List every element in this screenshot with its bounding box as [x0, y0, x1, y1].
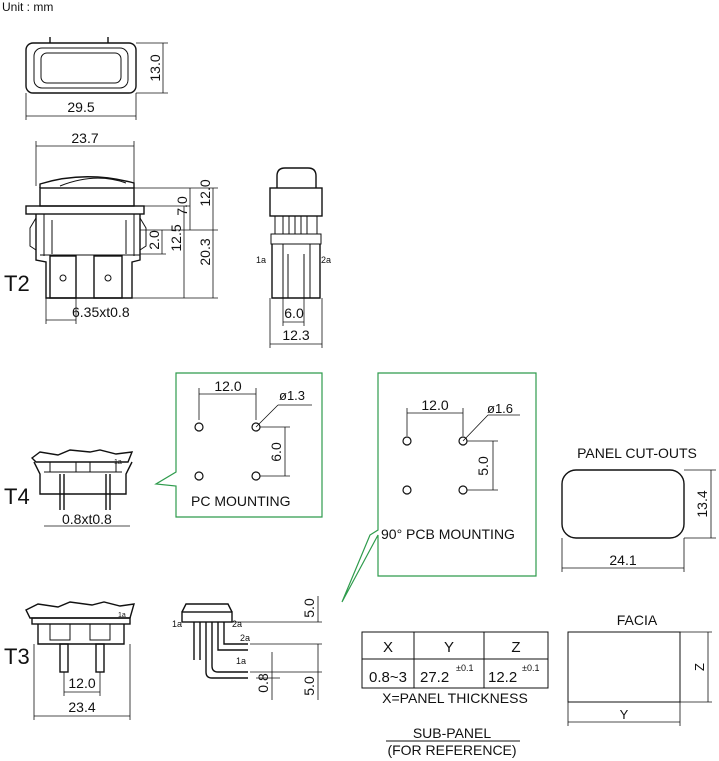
panel-height: 13.4	[694, 490, 710, 517]
panel-cutouts-title: PANEL CUT-OUTS	[577, 445, 697, 461]
facia-title: FACIA	[617, 612, 658, 628]
t3-label: T3	[4, 644, 30, 669]
table-header-x: X	[383, 639, 393, 656]
t2-dim-12: 12.0	[197, 179, 213, 206]
t3-dim-5-bottom: 5.0	[301, 676, 317, 696]
t3-side-2a-mid: 2a	[240, 633, 250, 643]
pc-mounting-title: PC MOUNTING	[191, 493, 291, 509]
t2-label: T2	[4, 271, 30, 296]
t2-dim-2: 2.0	[146, 230, 162, 250]
t2-pin-left: 1a	[256, 255, 266, 265]
t2-terminal-label: 6.35xt0.8	[72, 304, 130, 320]
t4-label: T4	[4, 484, 30, 509]
pc-mounting-box: 12.0 ø1.3 6.0 PC MOUNTING	[154, 372, 323, 518]
t3-side-view: 1a 2a 2a 1a 5.0 0.8 5.0	[172, 596, 322, 700]
pcb-pitch-y: 5.0	[475, 456, 491, 476]
pcb-90-title: 90° PCB MOUNTING	[381, 526, 515, 542]
t2-pin-right: 2a	[321, 255, 331, 265]
table-header-y: Y	[444, 639, 454, 656]
t2-dim-20-3: 20.3	[197, 238, 213, 265]
t3-dim-5-top: 5.0	[301, 598, 317, 618]
top-height-label: 13.0	[147, 54, 163, 81]
t2-side-view: 1a 2a 6.0 12.3	[256, 167, 331, 348]
panel-width: 24.1	[609, 552, 636, 568]
top-width-label: 29.5	[67, 99, 94, 115]
pcb-pitch-x: 12.0	[421, 397, 448, 413]
t3-front-view: 1a 12.0 23.4	[25, 601, 135, 720]
t4-pin-small: 1a	[114, 459, 122, 466]
unit-label: Unit : mm	[2, 0, 53, 14]
t3-width: 23.4	[68, 699, 95, 715]
t2-dim-12-5: 12.5	[168, 224, 184, 251]
panel-cutouts: PANEL CUT-OUTS 24.1 13.4	[561, 445, 716, 572]
table-sup-z: ±0.1	[522, 663, 539, 673]
t3-pitch: 12.0	[68, 675, 95, 691]
t2-dim-7: 7.0	[174, 196, 190, 216]
facia: FACIA Y Z	[567, 612, 712, 726]
pcb-90-mounting-box: 12.0 ø1.6 5.0 90° PCB MOUNTING	[341, 372, 537, 603]
t3-pin-small: 1a	[118, 612, 126, 619]
t3-side-1a-top: 1a	[172, 619, 182, 629]
t2-front-view: 23.7 6.35xt0.8	[25, 130, 218, 324]
t4-view: 1a 0.8xt0.8	[30, 449, 134, 527]
t4-pin-label: 0.8xt0.8	[62, 511, 112, 527]
t3-dim-0-8: 0.8	[255, 673, 271, 693]
t2-side-6: 6.0	[284, 305, 304, 321]
t2-overall-width: 23.7	[71, 130, 98, 146]
top-view: 13.0 29.5	[25, 37, 168, 120]
table-value-x: 0.8~3	[369, 669, 407, 686]
t2-side-12-3: 12.3	[282, 327, 309, 343]
t3-side-2a-top: 2a	[232, 619, 242, 629]
table-value-z: 12.2	[488, 669, 517, 686]
pc-pitch-x: 12.0	[214, 378, 241, 394]
t3-side-1a-bot: 1a	[236, 656, 246, 666]
table-caption: X=PANEL THICKNESS	[382, 690, 528, 706]
facia-y-label: Y	[620, 707, 629, 722]
pc-pitch-y: 6.0	[268, 442, 284, 462]
facia-z-label: Z	[692, 663, 707, 671]
table-sup-y: ±0.1	[456, 663, 473, 673]
pc-hole-label: ø1.3	[279, 388, 305, 403]
table-value-y: 27.2	[420, 669, 449, 686]
sub-panel-line1: SUB-PANEL	[413, 725, 492, 741]
sub-panel-line2: (FOR REFERENCE)	[387, 742, 516, 758]
pcb-hole-label: ø1.6	[487, 401, 513, 416]
xyz-table: X Y Z 0.8~3 27.2 ±0.1 12.2 ±0.1 X=PANEL …	[361, 631, 549, 706]
sub-panel-note: SUB-PANEL (FOR REFERENCE)	[386, 725, 520, 758]
table-header-z: Z	[511, 639, 520, 656]
